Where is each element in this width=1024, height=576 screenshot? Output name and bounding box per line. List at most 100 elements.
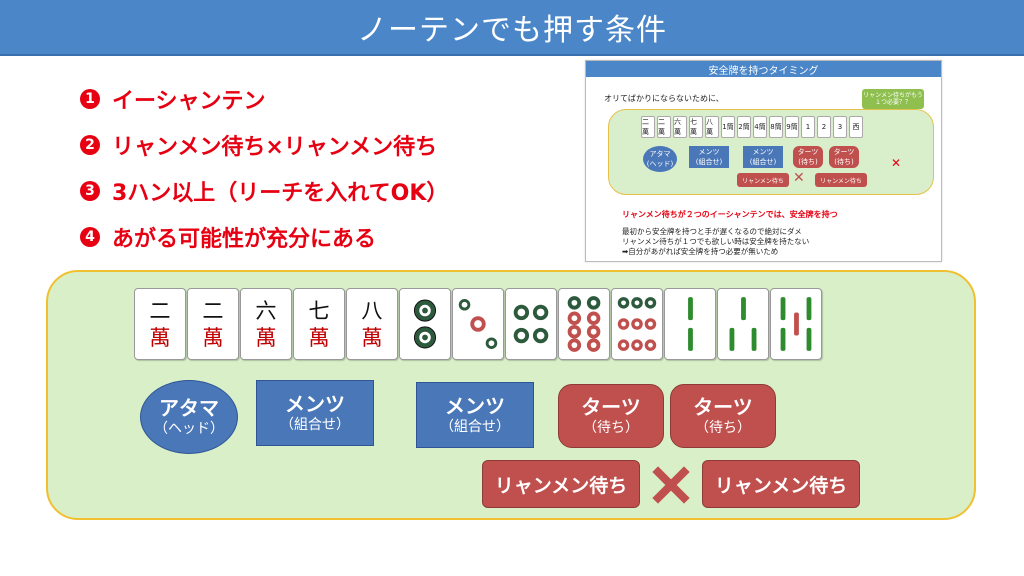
thumbnail-tiles: 二萬 二萬 六萬 七萬 八萬 1筒 2筒 4筒 8筒 9筒 1 2 3 西 — [641, 116, 863, 138]
thumbnail-atama-sub: (ヘッド) — [646, 160, 674, 168]
tile-suit-character: 萬 — [149, 325, 170, 350]
tile-7-man: 七 萬 — [293, 288, 345, 360]
thumbnail-tatsu-sub: (待ち) — [798, 158, 818, 166]
condition-item: 4 あがる可能性が充分にある — [80, 214, 448, 260]
tatsu-sub: （待ち） — [695, 420, 751, 436]
tile-row: 二 萬 二 萬 六 萬 七 萬 八 萬 — [134, 288, 822, 360]
atama-sub: （ヘッド） — [154, 421, 224, 437]
tile-number: 二 — [149, 298, 170, 323]
mentsu-sub: （組合せ） — [440, 419, 510, 435]
thumbnail-tile: 9筒 — [785, 116, 799, 138]
thumbnail-tile: 八萬 — [705, 116, 719, 138]
thumbnail-tile: 西 — [849, 116, 863, 138]
tile-2-man: 二 萬 — [187, 288, 239, 360]
tile-number: 六 — [255, 298, 276, 323]
thumbnail-intro: オリてばかりにならないために、 — [604, 94, 724, 103]
thumbnail-tile: 4筒 — [753, 116, 767, 138]
ryanmen-wait-label-1: リャンメン待ち — [482, 460, 640, 508]
thumbnail-ryanmen-label: リャンメン待ち — [737, 173, 789, 187]
tile-suit-character: 萬 — [202, 325, 223, 350]
thumbnail-ryanmen-label: リャンメン待ち — [815, 173, 867, 187]
thumbnail-tatsu: ターツ (待ち) — [829, 146, 859, 168]
thumbnail-mentsu-label: メンツ — [698, 148, 720, 156]
tatsu-sub: （待ち） — [583, 420, 639, 436]
thumbnail-tatsu-label: ターツ — [833, 148, 855, 156]
tile-8-pin — [558, 288, 610, 360]
condition-number-badge: 2 — [80, 135, 100, 155]
thumbnail-tile: 8筒 — [769, 116, 783, 138]
thumbnail-board: 二萬 二萬 六萬 七萬 八萬 1筒 2筒 4筒 8筒 9筒 1 2 3 西 ✕ … — [608, 109, 934, 195]
condition-item: 2 リャンメン待ち×リャンメン待ち — [80, 122, 448, 168]
thumbnail-mentsu-sub: (組合せ) — [749, 158, 777, 166]
thumbnail-title: 安全牌を持つタイミング — [586, 61, 941, 77]
condition-text: あがる可能性が充分にある — [112, 227, 377, 252]
thumbnail-tile: 3 — [833, 116, 847, 138]
thumbnail-tile: 2 — [817, 116, 831, 138]
tile-8-man: 八 萬 — [346, 288, 398, 360]
tile-number: 八 — [361, 298, 382, 323]
tile-number: 七 — [308, 298, 329, 323]
thumbnail-tatsu-label: ターツ — [797, 148, 819, 156]
thumbnail-cross-icon: ✕ — [793, 170, 805, 186]
thumbnail-tile: 2筒 — [737, 116, 751, 138]
atama-label: アタマ — [159, 396, 219, 420]
condition-text: 3ハン以上（リーチを入れてOK） — [112, 181, 449, 206]
thumbnail-atama: アタマ (ヘッド) — [643, 146, 677, 172]
tile-4-pin — [505, 288, 557, 360]
thumbnail-notes: 最初から安全牌を持つと手が遅くなるので絶対にダメ リャンメン待ちが１つでも欲しい… — [622, 227, 809, 257]
tile-6-man: 六 萬 — [240, 288, 292, 360]
mentsu-group-1: メンツ （組合せ） — [256, 380, 374, 446]
conditions-list: 1 イーシャンテン 2 リャンメン待ち×リャンメン待ち 3 3ハン以上（リーチを… — [80, 76, 448, 260]
tile-9-pin — [611, 288, 663, 360]
tile-suit-character: 萬 — [255, 325, 276, 350]
condition-number-badge: 1 — [80, 89, 100, 109]
mentsu-label: メンツ — [285, 392, 345, 416]
thumbnail-tatsu: ターツ (待ち) — [793, 146, 823, 168]
thumbnail-note-line: 最初から安全牌を持つと手が遅くなるので絶対にダメ — [622, 227, 802, 236]
condition-number-badge: 3 — [80, 181, 100, 201]
mentsu-group-2: メンツ （組合せ） — [416, 382, 534, 448]
atama-head-group: アタマ （ヘッド） — [140, 380, 238, 454]
tile-2-man: 二 萬 — [134, 288, 186, 360]
condition-item: 3 3ハン以上（リーチを入れてOK） — [80, 168, 448, 214]
thumbnail-mentsu: メンツ (組合せ) — [743, 146, 783, 168]
condition-item: 1 イーシャンテン — [80, 76, 448, 122]
thumbnail-note-line: リャンメン待ちが１つでも欲しい時は安全牌を持たない — [622, 237, 810, 246]
condition-number-badge: 4 — [80, 227, 100, 247]
thumbnail-tile: 二萬 — [657, 116, 671, 138]
page-title: ノーテンでも押す条件 — [357, 13, 667, 48]
tatsu-group-1: ターツ （待ち） — [558, 384, 664, 448]
thumbnail-note-line: ➡自分があがれば安全牌を持つ必要が無いため — [622, 247, 779, 256]
slide-thumbnail[interactable]: 安全牌を持つタイミング オリてばかりにならないために、 リャンメン待ちがもう１つ… — [585, 60, 942, 262]
tatsu-label: ターツ — [581, 395, 641, 419]
thumbnail-callout: リャンメン待ちがもう１つ必要？？ — [862, 89, 924, 109]
thumbnail-tile: 二萬 — [641, 116, 655, 138]
thumbnail-tile: 七萬 — [689, 116, 703, 138]
thumbnail-x-mark-icon: ✕ — [891, 156, 902, 170]
tile-suit-character: 萬 — [361, 325, 382, 350]
ryanmen-wait-label-2: リャンメン待ち — [702, 460, 860, 508]
thumbnail-tatsu-sub: (待ち) — [834, 158, 854, 166]
condition-text: リャンメン待ち×リャンメン待ち — [112, 135, 438, 160]
tatsu-label: ターツ — [693, 395, 753, 419]
cross-icon — [652, 466, 690, 504]
condition-text: イーシャンテン — [112, 89, 266, 114]
mentsu-sub: （組合せ） — [280, 417, 350, 433]
thumbnail-tile: 六萬 — [673, 116, 687, 138]
title-bar: ノーテンでも押す条件 — [0, 0, 1024, 56]
thumbnail-tile: 1筒 — [721, 116, 735, 138]
thumbnail-tile: 1 — [801, 116, 815, 138]
thumbnail-atama-label: アタマ — [649, 150, 671, 158]
thumbnail-highlight-text: リャンメン待ちが２つのイーシャンテンでは、安全牌を持つ — [622, 210, 838, 219]
tile-5-sou — [770, 288, 822, 360]
tile-3-sou — [717, 288, 769, 360]
tile-number: 二 — [202, 298, 223, 323]
tile-3-pin — [452, 288, 504, 360]
thumbnail-mentsu: メンツ (組合せ) — [689, 146, 729, 168]
tile-suit-character: 萬 — [308, 325, 329, 350]
mentsu-label: メンツ — [445, 394, 505, 418]
tatsu-group-2: ターツ （待ち） — [670, 384, 776, 448]
tile-2-pin — [399, 288, 451, 360]
thumbnail-mentsu-label: メンツ — [752, 148, 774, 156]
tile-2-sou — [664, 288, 716, 360]
